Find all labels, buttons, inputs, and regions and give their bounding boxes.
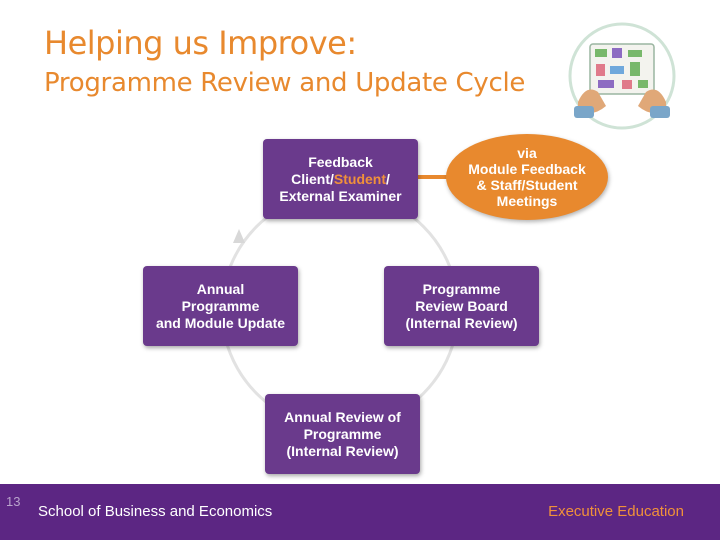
tablet-map-hands-icon [568,22,676,130]
callout-line1: via [517,145,537,161]
annual-update-line3: and Module Update [155,314,286,331]
school-name: School of Business and Economics [38,503,273,520]
student-highlight: Student [333,170,386,187]
programme-review-board-box: Programme Review Board (Internal Review) [384,266,539,346]
feedback-line3: External Examiner [279,187,402,204]
annual-update-line2: Programme [181,297,260,314]
annual-review-box: Annual Review of Programme (Internal Rev… [265,394,420,474]
executive-education-label: Executive Education [548,503,684,520]
page-number: 13 [6,494,21,509]
callout-line3: & Staff/Student [476,177,578,193]
callout-line4: Meetings [496,193,558,209]
footer-bar [0,484,720,540]
annual-review-line2: Programme [303,425,382,442]
feedback-line2: Client/Student/ [291,170,390,187]
review-board-line1: Programme [422,280,501,297]
annual-review-line3: (Internal Review) [286,442,399,459]
feedback-channels-callout: via Module Feedback & Staff/Student Meet… [446,134,608,220]
page-title: Helping us Improve: [44,24,357,62]
feedback-box: Feedback Client/Student/ External Examin… [263,139,418,219]
review-board-line2: Review Board [415,297,508,314]
annual-update-line1: Annual [196,280,245,297]
callout-connector [418,175,452,179]
review-board-line3: (Internal Review) [405,314,518,331]
feedback-line1: Feedback [308,153,373,170]
callout-line2: Module Feedback [468,161,586,177]
annual-update-box: Annual Programme and Module Update [143,266,298,346]
annual-review-line1: Annual Review of [284,408,401,425]
page-subtitle: Programme Review and Update Cycle [44,68,526,98]
